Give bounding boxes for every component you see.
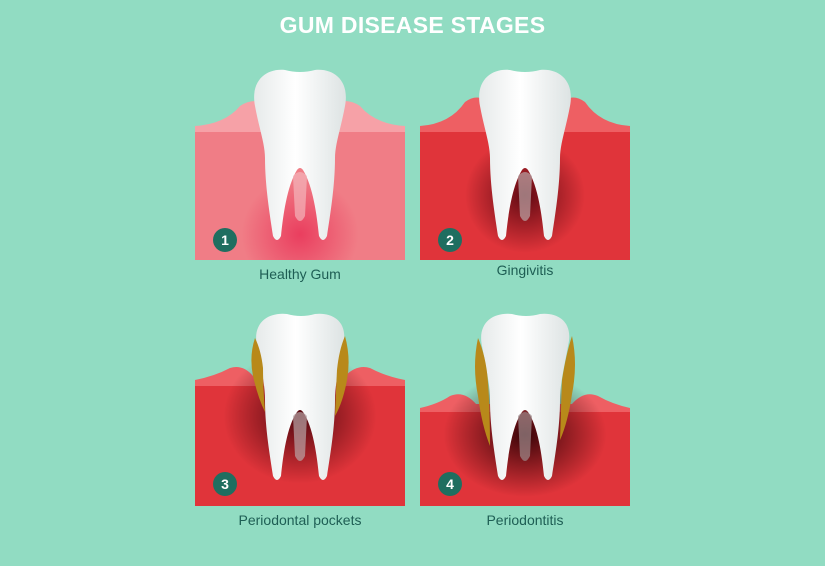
tartar-right xyxy=(335,336,349,416)
periodontal-pockets-illustration xyxy=(195,313,405,506)
tooth xyxy=(256,313,345,480)
stage-panel-gingivitis: 2 Gingivitis xyxy=(420,66,630,316)
stage-panel-periodontal-pockets: 3 Periodontal pockets xyxy=(195,313,405,566)
tooth-root-canal xyxy=(293,412,307,461)
stage-number-badge: 3 xyxy=(213,472,237,496)
stage-number-badge: 2 xyxy=(438,228,462,252)
stage-panel-healthy-gum: 1 Healthy Gum xyxy=(195,66,405,316)
tooth xyxy=(254,69,346,241)
tartar-left xyxy=(251,338,265,412)
diagram-title: GUM DISEASE STAGES xyxy=(279,12,546,38)
tooth-root-canal xyxy=(518,412,532,461)
stage-panel-periodontitis: 4 Periodontitis xyxy=(420,313,630,566)
stage-label: Periodontitis xyxy=(486,512,564,528)
tartar-right xyxy=(560,336,575,440)
stage-number-badge: 1 xyxy=(213,228,237,252)
tartar-left xyxy=(475,338,490,446)
tooth xyxy=(479,69,571,241)
tooth-root-canal xyxy=(518,172,532,221)
tooth-root-canal xyxy=(293,172,307,221)
stage-label: Gingivitis xyxy=(496,262,554,278)
tooth xyxy=(481,313,570,480)
gingivitis-illustration xyxy=(420,69,630,260)
periodontitis-illustration xyxy=(420,313,630,506)
stage-number-badge: 4 xyxy=(438,472,462,496)
stage-label: Healthy Gum xyxy=(259,266,341,282)
stage-label: Periodontal pockets xyxy=(238,512,362,528)
